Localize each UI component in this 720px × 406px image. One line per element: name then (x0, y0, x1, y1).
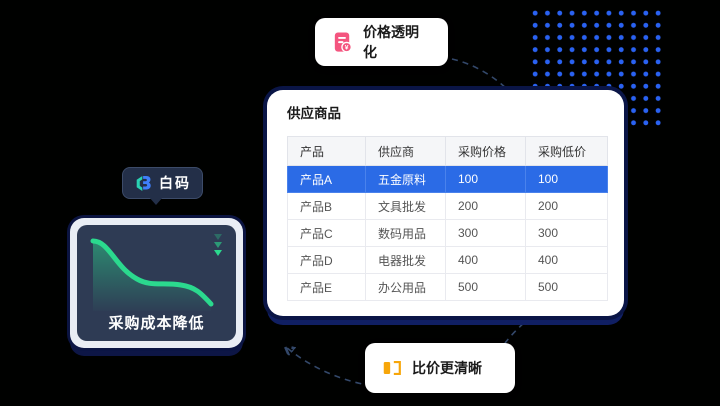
brand-badge: 白码 (122, 167, 203, 205)
table-cell: 100 (525, 165, 608, 193)
brand-logo-icon (136, 175, 151, 191)
price-compare-badge[interactable]: 比价更清晰 (365, 343, 515, 393)
column-header: 产品 (287, 136, 366, 166)
table-cell: 产品E (287, 273, 366, 301)
cost-reduction-card: 采购成本降低 (70, 218, 243, 348)
connector-top (451, 58, 508, 90)
table-cell: 300 (525, 219, 608, 247)
badge-label: 比价更清晰 (412, 360, 482, 376)
table-cell: 400 (445, 246, 526, 274)
tooltip-tail (149, 197, 163, 205)
downtrend-arrows-icon (214, 234, 222, 256)
badge-label: 价格透明化 (363, 24, 419, 60)
table-cell: 400 (525, 246, 608, 274)
table-cell: 200 (525, 192, 608, 220)
table-header-row: 产品供应商采购价格采购低价 (287, 136, 608, 166)
table-cell: 300 (445, 219, 526, 247)
table-cell: 产品C (287, 219, 366, 247)
cost-trend-chart (90, 238, 214, 311)
table-cell: 100 (445, 165, 526, 193)
table-cell: 500 (525, 273, 608, 301)
table-cell: 电器批发 (365, 246, 446, 274)
card-title: 供应商品 (287, 106, 341, 121)
table-cell: 500 (445, 273, 526, 301)
table-cell: 数码用品 (365, 219, 446, 247)
table-cell: 五金原料 (365, 165, 446, 193)
brand-label: 白码 (159, 175, 191, 191)
table-cell: 产品D (287, 246, 366, 274)
column-header: 采购价格 (445, 136, 526, 166)
table-cell: 产品B (287, 192, 366, 220)
cost-chart-panel: 采购成本降低 (77, 225, 236, 341)
compare-icon (383, 360, 401, 376)
column-header: 采购低价 (525, 136, 608, 166)
table-cell: 产品A (287, 165, 366, 193)
table-cell: 办公用品 (365, 273, 446, 301)
cost-card-caption: 采购成本降低 (108, 315, 205, 332)
price-transparency-badge[interactable]: ¥ 价格透明化 (315, 18, 448, 66)
svg-text:¥: ¥ (345, 44, 349, 51)
column-header: 供应商 (365, 136, 446, 166)
connector-right (504, 315, 533, 344)
price-list-icon: ¥ (334, 31, 352, 52)
table-cell: 文具批发 (365, 192, 446, 220)
table-cell: 200 (445, 192, 526, 220)
connector-bottom-arrow (286, 347, 373, 387)
